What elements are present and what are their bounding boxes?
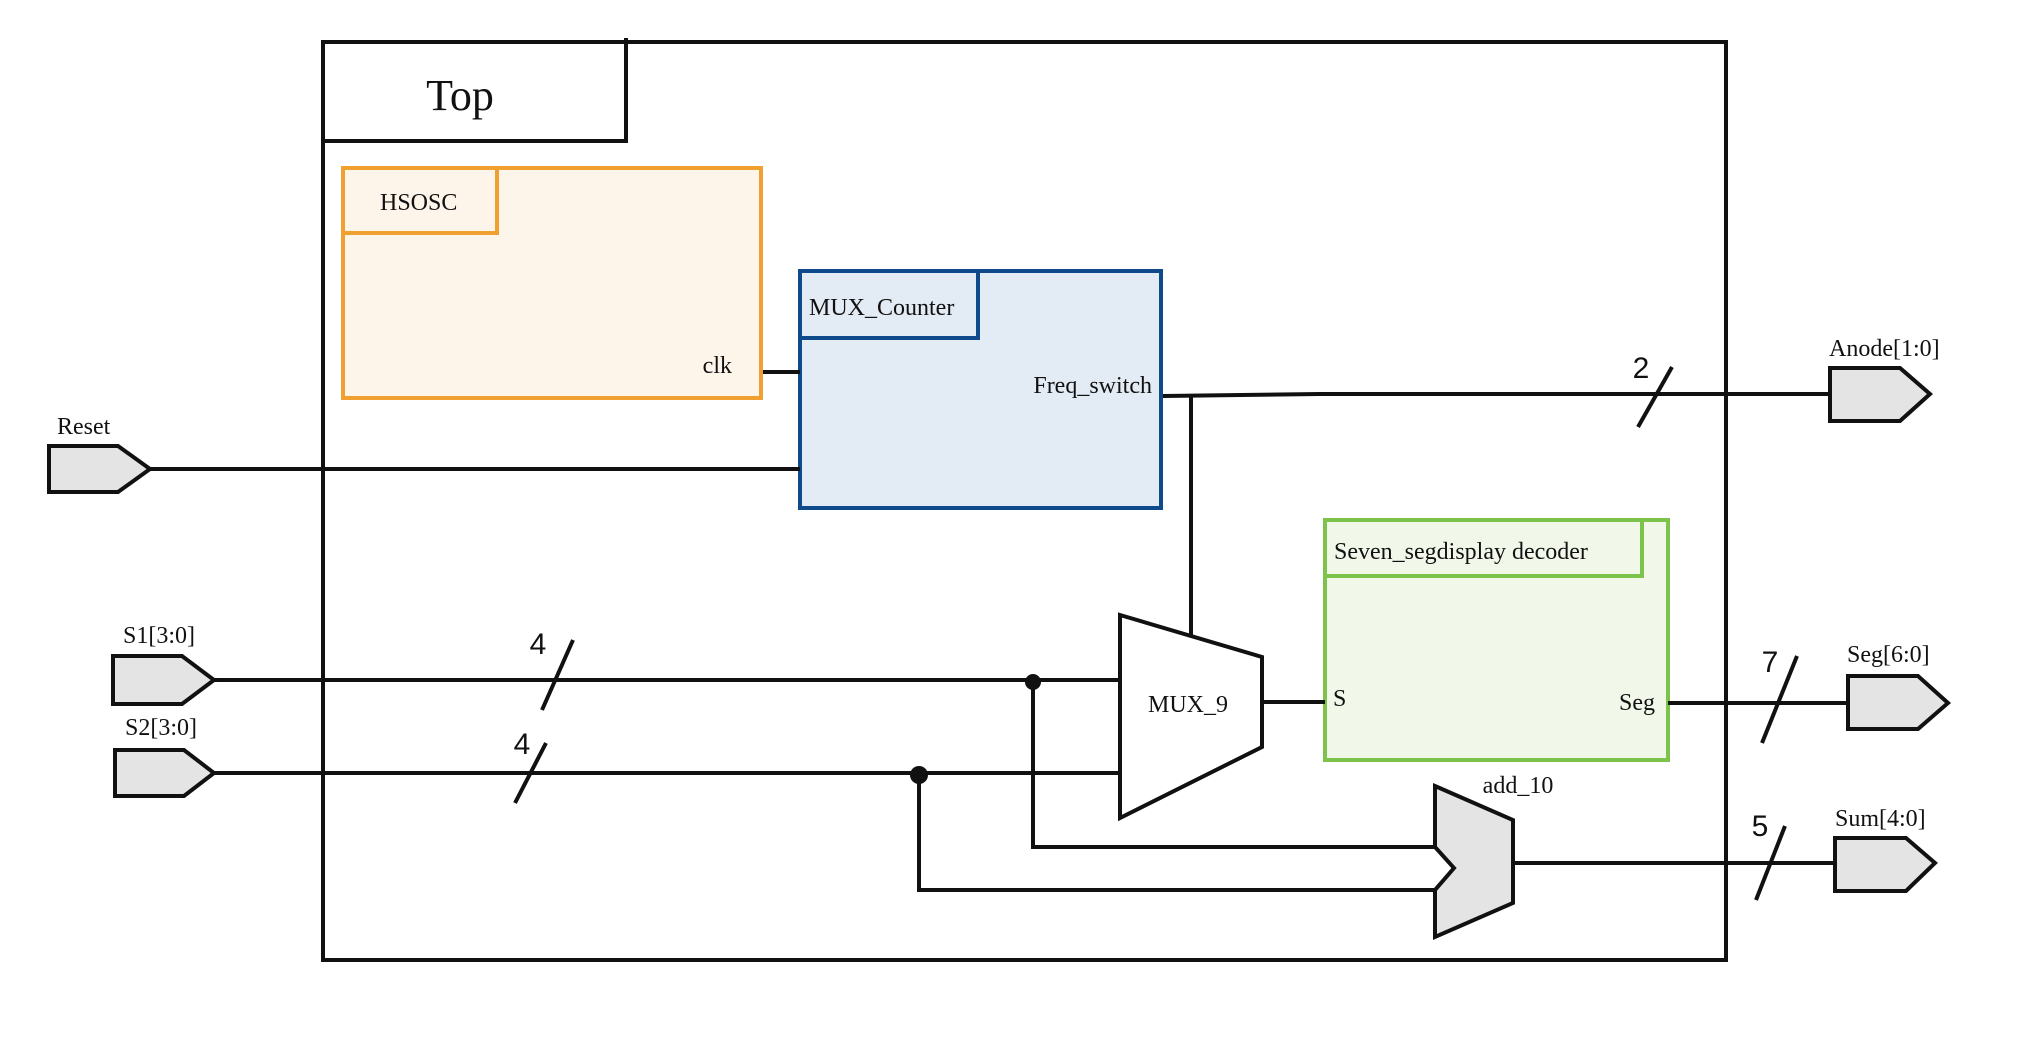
adder-block: add_10	[1433, 773, 1554, 941]
s1-port-label: S1[3:0]	[123, 623, 195, 649]
mux-counter-block: MUX_Counter Freq_switch	[798, 269, 1163, 510]
s2-port-label: S2[3:0]	[125, 715, 197, 741]
input-port-s2: S2[3:0]	[113, 715, 218, 798]
decoder-seg-port-label: Seg	[1619, 690, 1655, 716]
decoder-label: Seven_segdisplay decoder	[1334, 539, 1588, 565]
s1-port-shape	[111, 654, 218, 706]
bus-slash-sum	[1754, 825, 1787, 901]
mux-counter-label: MUX_Counter	[809, 295, 954, 321]
output-port-anode: Anode[1:0]	[1828, 336, 1940, 423]
wire-s2-to-adder	[917, 775, 1440, 892]
junction-dot-s1	[1025, 674, 1041, 690]
wire-s1-to-adder	[1031, 682, 1454, 849]
junction-dot-s2	[910, 766, 928, 784]
bus-slash-s2	[513, 742, 548, 804]
anode-port-label: Anode[1:0]	[1829, 336, 1940, 362]
mux9-block: MUX_9	[1118, 612, 1264, 822]
hsosc-block: HSOSC clk	[341, 166, 763, 400]
decoder-block: Seven_segdisplay decoder S Seg	[1323, 518, 1670, 762]
bus-markers: 4 4 2 7 5	[513, 352, 1799, 901]
bus-width-anode: 2	[1633, 352, 1650, 385]
wires	[150, 370, 1848, 892]
bus-width-s1: 4	[530, 628, 547, 661]
bus-slash-seg	[1760, 655, 1799, 744]
hsosc-label: HSOSC	[380, 190, 457, 216]
sum-port-label: Sum[4:0]	[1835, 806, 1926, 832]
bus-width-s2: 4	[514, 728, 531, 761]
seg-port-label: Seg[6:0]	[1847, 642, 1930, 668]
mux9-shape	[1118, 612, 1264, 822]
sum-port-shape	[1833, 836, 1938, 893]
input-port-reset: Reset	[47, 414, 154, 494]
top-module-frame	[321, 40, 1728, 962]
mux-counter-tab	[800, 271, 980, 340]
reset-port-label: Reset	[57, 414, 111, 440]
decoder-box	[1323, 518, 1670, 762]
reset-port-shape	[47, 444, 154, 494]
input-port-s1: S1[3:0]	[111, 623, 218, 706]
bus-slash-s1	[540, 639, 575, 711]
anode-port-shape	[1828, 366, 1934, 423]
hsosc-box	[341, 166, 763, 400]
hsosc-clk-port-label: clk	[703, 353, 732, 379]
mux9-label: MUX_9	[1148, 692, 1228, 718]
output-port-sum: Sum[4:0]	[1833, 806, 1938, 893]
hsosc-tab	[343, 168, 499, 235]
decoder-tab	[1325, 520, 1644, 578]
bus-width-seg: 7	[1762, 646, 1779, 679]
top-module-tab	[323, 38, 628, 143]
s2-port-shape	[113, 748, 218, 798]
wire-freq-switch-anode	[1162, 392, 1830, 398]
output-port-seg: Seg[6:0]	[1846, 642, 1952, 731]
bus-slash-anode	[1636, 366, 1674, 428]
decoder-s-port-label: S	[1333, 686, 1346, 712]
adder-shape	[1433, 782, 1515, 941]
bus-width-sum: 5	[1752, 810, 1769, 843]
adder-label: add_10	[1483, 773, 1554, 799]
top-module-title: Top	[426, 71, 494, 120]
mux-counter-freq-port-label: Freq_switch	[1033, 373, 1152, 399]
top-module: Top	[321, 38, 1728, 962]
seg-port-shape	[1846, 674, 1952, 731]
mux-counter-box	[798, 269, 1163, 510]
